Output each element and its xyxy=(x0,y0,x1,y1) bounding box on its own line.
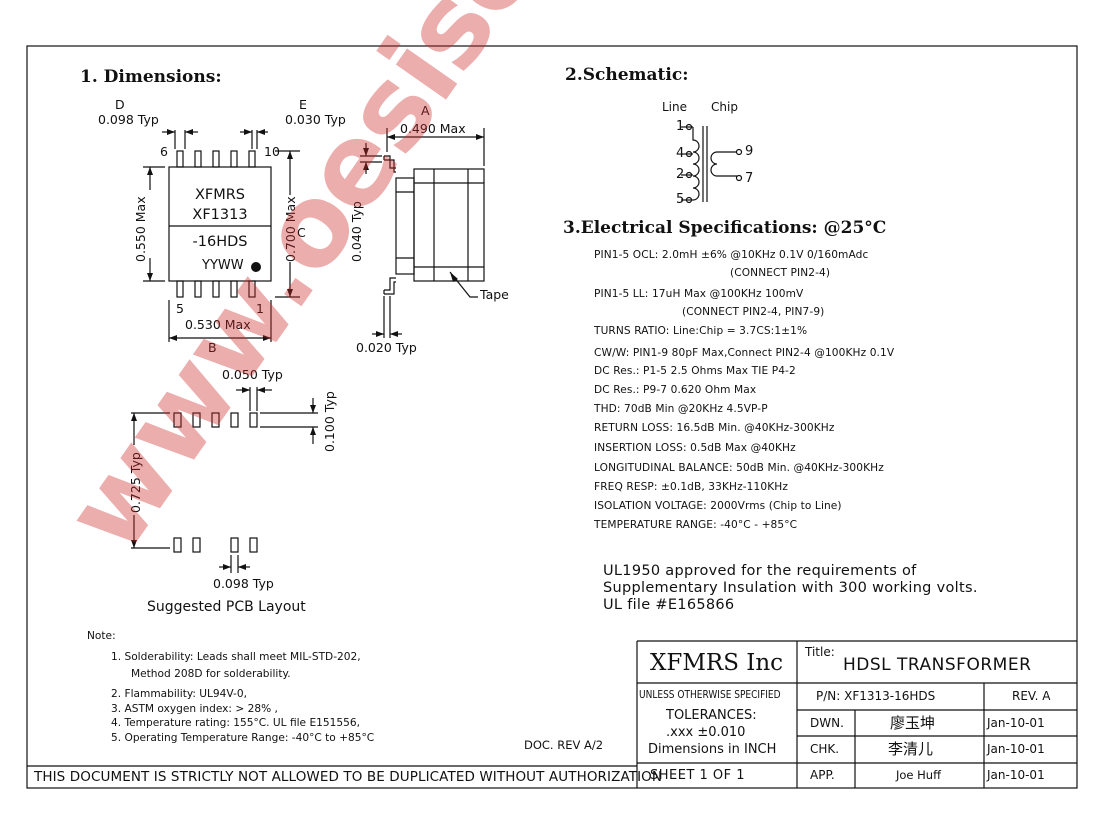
pin-5-label: 5 xyxy=(176,301,184,316)
schematic-heading: 2.Schematic: xyxy=(565,65,689,85)
schematic-pin-4: 4 xyxy=(676,146,685,161)
approved-date: Jan-10-01 xyxy=(987,768,1045,782)
approved-label: APP. xyxy=(810,768,835,782)
spec-line: RETURN LOSS: 16.5dB Min. @40KHz-300KHz xyxy=(594,422,835,434)
note-item: 2. Flammability: UL94V-0, xyxy=(111,688,247,700)
spec-line: THD: 70dB Min @20KHz 4.5VP-P xyxy=(594,403,768,415)
chip-line-4: YYWW xyxy=(202,258,244,273)
schematic-chip-label: Chip xyxy=(711,100,738,114)
dim-left-height: 0.550 Max xyxy=(133,196,148,262)
dim-b-letter: B xyxy=(208,340,217,355)
tolerances-label: TOLERANCES: xyxy=(666,708,757,723)
dim-c-letter: C xyxy=(297,225,306,240)
schematic-pin-5: 5 xyxy=(676,192,685,207)
spec-line: INSERTION LOSS: 0.5dB Max @40KHz xyxy=(594,442,796,454)
drawing-border xyxy=(26,45,1078,789)
note-item: Method 208D for solderability. xyxy=(131,668,291,680)
part-number: P/N: XF1313-16HDS xyxy=(816,689,936,703)
dim-arrows xyxy=(131,129,484,570)
footer-notice: THIS DOCUMENT IS STRICTLY NOT ALLOWED TO… xyxy=(34,769,663,785)
note-item: 3. ASTM oxygen index: > 28% , xyxy=(111,703,278,715)
spec-line: FREQ RESP: ±0.1dB, 33KHz-110KHz xyxy=(594,481,788,493)
schematic-pin-9: 9 xyxy=(745,144,754,159)
unless-specified: UNLESS OTHERWISE SPECIFIED xyxy=(639,688,781,701)
tape-label: Tape xyxy=(480,287,509,302)
spec-line: PIN1-5 OCL: 2.0mH ±6% @10KHz 0.1V 0/160m… xyxy=(594,249,869,261)
drawn-date: Jan-10-01 xyxy=(987,716,1045,730)
pin-10-label: 10 xyxy=(264,144,280,159)
spec-line: PIN1-5 LL: 17uH Max @100KHz 100mV xyxy=(594,288,804,300)
note-item: 4. Temperature rating: 155°C. UL file E1… xyxy=(111,717,360,729)
drawn-label: DWN. xyxy=(810,716,844,730)
schematic-pin-7: 7 xyxy=(745,171,754,186)
notes-title: Note: xyxy=(87,630,116,642)
spec-line: DC Res.: P9-7 0.620 Ohm Max xyxy=(594,384,757,396)
dim-right-height: 0.700 Max xyxy=(283,196,298,262)
ic-bottom-leads xyxy=(176,280,256,298)
units-note: Dimensions in INCH xyxy=(648,742,777,757)
pcb-bottom-pads xyxy=(173,537,258,553)
dim-d-value: 0.098 Typ xyxy=(98,112,159,127)
sheet-number: SHEET 1 OF 1 xyxy=(650,768,746,783)
spec-line: TEMPERATURE RANGE: -40°C - +85°C xyxy=(594,519,798,531)
company-name: XFMRS Inc xyxy=(650,650,784,676)
dim-d-letter: D xyxy=(115,97,125,112)
note-item: 5. Operating Temperature Range: -40°C to… xyxy=(111,732,375,744)
schematic-drawing xyxy=(681,123,743,204)
chip-line-3: -16HDS xyxy=(192,234,248,250)
checked-label: CHK. xyxy=(810,742,840,756)
revision: REV. A xyxy=(1012,689,1051,703)
doc-revision: DOC. REV A/2 xyxy=(524,738,604,752)
dim-a-letter: A xyxy=(421,103,430,118)
spec-line: LONGITUDINAL BALANCE: 50dB Min. @40KHz-3… xyxy=(594,462,884,474)
dim-e-value: 0.030 Typ xyxy=(285,112,346,127)
spec-line: (CONNECT PIN2-4) xyxy=(730,267,831,279)
pin1-dot xyxy=(251,262,261,272)
dim-a-value: 0.490 Max xyxy=(400,121,466,136)
side-body-outline xyxy=(413,168,485,282)
electrical-heading: 3.Electrical Specifications: @25°C xyxy=(563,218,887,238)
note-item: 1. Solderability: Leads shall meet MIL-S… xyxy=(111,651,361,663)
drawn-signature: 廖玉坤 xyxy=(890,714,936,732)
dimensions-heading: 1. Dimensions: xyxy=(80,67,222,87)
ic-top-leads xyxy=(176,150,256,168)
ul-line: UL file #E165866 xyxy=(603,597,735,613)
approver-name: Joe Huff xyxy=(896,768,942,782)
spec-line: ISOLATION VOLTAGE: 2000Vrms (Chip to Lin… xyxy=(594,500,842,512)
chip-line-1: XFMRS xyxy=(194,187,246,203)
dim-width-b: 0.530 Max xyxy=(185,317,251,332)
schematic-line-label: Line xyxy=(662,100,688,114)
pcb-top-pads xyxy=(173,412,258,428)
spec-line: TURNS RATIO: Line:Chip = 3.7CS:1±1% xyxy=(594,325,808,337)
pin-1-label: 1 xyxy=(256,301,264,316)
chip-marking: XFMRS XF1313 xyxy=(172,185,268,225)
title-block-grid xyxy=(636,640,1077,788)
dim-e-letter: E xyxy=(299,97,307,112)
dim-pad-pitch: 0.050 Typ xyxy=(222,367,283,382)
pin-6-label: 6 xyxy=(160,144,168,159)
pcb-caption: Suggested PCB Layout xyxy=(147,599,306,615)
title-label: Title: xyxy=(805,645,835,659)
document-title: HDSL TRANSFORMER xyxy=(843,655,1032,675)
schematic-pin-2: 2 xyxy=(676,167,685,182)
spec-line: DC Res.: P1-5 2.5 Ohms Max TIE P4-2 xyxy=(594,365,796,377)
spec-line: (CONNECT PIN2-4, PIN7-9) xyxy=(682,306,825,318)
schematic-pin-1: 1 xyxy=(676,119,685,134)
spec-line: CW/W: PIN1-9 80pF Max,Connect PIN2-4 @10… xyxy=(594,347,895,359)
checked-signature: 李清儿 xyxy=(888,740,934,758)
ul-line: Supplementary Insulation with 300 workin… xyxy=(603,580,978,596)
tolerance-value: .xxx ±0.010 xyxy=(666,725,746,740)
chip-line-2: XF1313 xyxy=(192,207,248,223)
dim-pcb-span: 0.725 Typ xyxy=(128,452,143,513)
dim-pcb-width: 0.098 Typ xyxy=(213,576,274,591)
checked-date: Jan-10-01 xyxy=(987,742,1045,756)
dim-pad-height: 0.100 Typ xyxy=(322,391,337,452)
ic-body-outline xyxy=(168,166,272,282)
dim-lead-width: 0.020 Typ xyxy=(356,340,417,355)
dim-side-height: 0.040 Typ xyxy=(349,201,364,262)
ul-line: UL1950 approved for the requirements of xyxy=(603,563,917,579)
